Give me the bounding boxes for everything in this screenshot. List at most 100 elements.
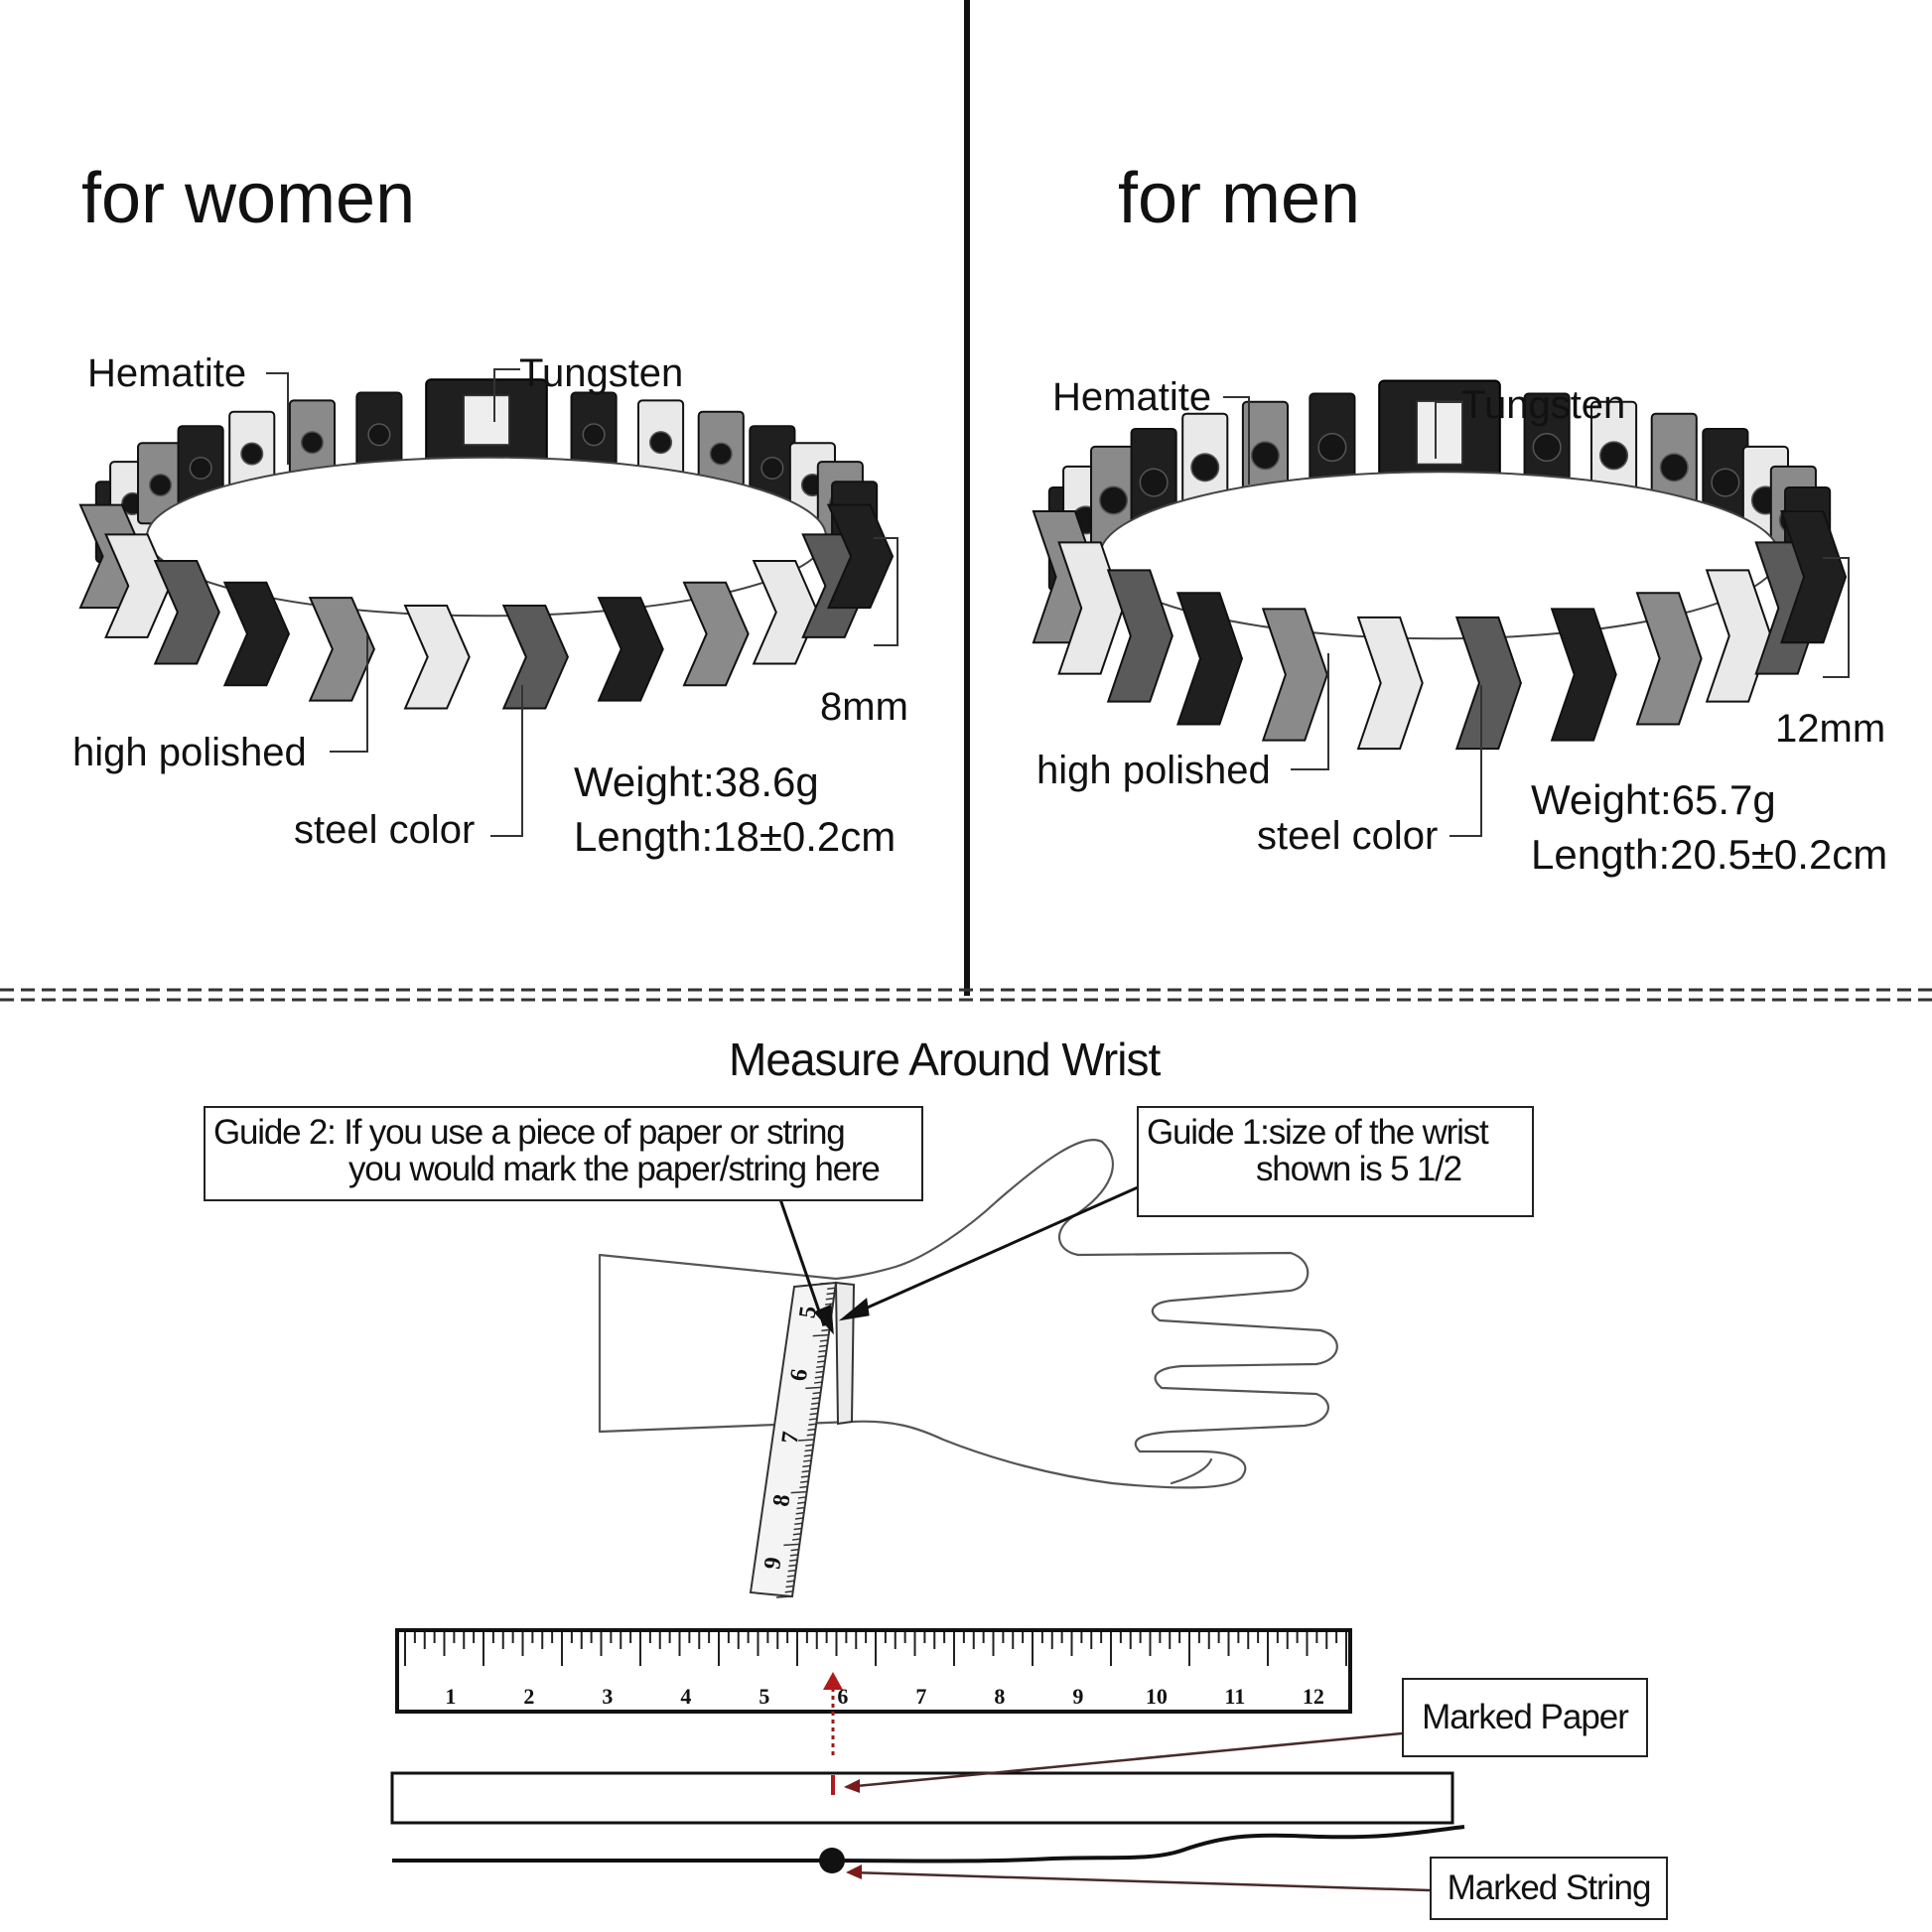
ruler-number: 11 bbox=[1224, 1684, 1245, 1709]
women-front-link bbox=[403, 605, 471, 710]
tape-tick bbox=[812, 1333, 829, 1337]
ruler-number: 12 bbox=[1303, 1684, 1324, 1709]
guide-arrows bbox=[778, 1185, 1139, 1335]
tape-tick bbox=[794, 1522, 803, 1526]
tape-tick bbox=[815, 1370, 824, 1374]
tape-tick bbox=[811, 1397, 820, 1400]
women-title: for women bbox=[81, 159, 416, 238]
ruler-number: 8 bbox=[994, 1684, 1005, 1709]
ruler-number: 2 bbox=[523, 1684, 534, 1709]
tape-number: 8 bbox=[768, 1493, 795, 1509]
ruler-number: 10 bbox=[1146, 1684, 1168, 1709]
marked-paper-pointer bbox=[845, 1731, 1403, 1789]
tape-tick bbox=[790, 1548, 799, 1552]
women-hematite-bead bbox=[709, 442, 733, 466]
tape-tick bbox=[800, 1480, 809, 1483]
ruler-number: 7 bbox=[915, 1684, 926, 1709]
men-hematite-bead bbox=[1099, 485, 1129, 515]
women-hematite-bead bbox=[240, 442, 264, 466]
measure-heading: Measure Around Wrist bbox=[729, 1034, 1161, 1085]
women-hematite-bead bbox=[648, 431, 673, 455]
women-front-link bbox=[752, 559, 819, 665]
tape-tick bbox=[825, 1298, 834, 1301]
tape-tick bbox=[793, 1527, 802, 1531]
tape-tick bbox=[809, 1412, 818, 1416]
women-front-link bbox=[597, 597, 664, 702]
tape-tick bbox=[819, 1344, 828, 1347]
tape-tick bbox=[808, 1418, 818, 1421]
women-hematite-bead bbox=[189, 456, 212, 481]
women-hematite-bead bbox=[300, 431, 325, 455]
tape-tick bbox=[821, 1328, 830, 1332]
men-polished-leader bbox=[1291, 653, 1329, 770]
men-callout-lines bbox=[1223, 396, 1850, 837]
marked-paper-label: Marked Paper bbox=[1402, 1678, 1648, 1757]
tape-tick bbox=[795, 1511, 804, 1515]
tape-tick bbox=[786, 1575, 796, 1578]
tape-tick bbox=[819, 1339, 829, 1342]
guide2-box: Guide 2: If you use a piece of paper or … bbox=[204, 1106, 923, 1201]
women-hematite-label: Hematite bbox=[87, 351, 247, 395]
tape-number: 9 bbox=[759, 1556, 786, 1572]
men-tungsten-label: Tungsten bbox=[1461, 383, 1626, 427]
tape-number: 5 bbox=[794, 1305, 821, 1320]
men-front-link bbox=[1057, 541, 1125, 675]
women-front-link bbox=[153, 559, 220, 665]
string bbox=[392, 1825, 1465, 1863]
tape-tick bbox=[801, 1469, 810, 1473]
men-high-polished-label: high polished bbox=[1036, 749, 1271, 792]
tape-tick bbox=[797, 1496, 807, 1499]
men-front-link bbox=[1356, 616, 1424, 751]
men-front-link bbox=[1705, 569, 1772, 703]
tape-tick bbox=[804, 1449, 813, 1452]
string-knot bbox=[819, 1848, 845, 1873]
women-width-label: 8mm bbox=[820, 685, 908, 729]
tape-tick bbox=[826, 1292, 835, 1296]
women-weight: Weight:38.6g bbox=[574, 759, 819, 805]
tape-tick bbox=[812, 1391, 821, 1395]
tape-tick bbox=[796, 1506, 805, 1510]
men-front-link bbox=[1780, 510, 1848, 644]
tape-tick bbox=[791, 1538, 801, 1541]
men-hematite-label: Hematite bbox=[1052, 375, 1212, 419]
marked-string-label: Marked String bbox=[1430, 1857, 1668, 1920]
ruler-number: 4 bbox=[680, 1684, 691, 1709]
men-steel-leader bbox=[1449, 685, 1482, 837]
tape-tick bbox=[792, 1533, 801, 1536]
women-hematite-bead bbox=[149, 473, 173, 497]
women-width-bracket bbox=[874, 537, 898, 646]
guide1-line2: shown is 5 1/2 bbox=[1256, 1150, 1462, 1189]
guide2-arrow bbox=[778, 1198, 826, 1326]
ruler-number: 9 bbox=[1072, 1684, 1083, 1709]
tape-tick bbox=[790, 1490, 807, 1494]
tape-tick bbox=[789, 1559, 798, 1562]
women-callout-lines bbox=[266, 368, 898, 837]
tape-tick bbox=[786, 1580, 795, 1583]
men-front-link bbox=[1261, 608, 1328, 742]
tape-tick bbox=[794, 1517, 804, 1520]
ruler bbox=[395, 1628, 1352, 1714]
hand-outline bbox=[598, 1139, 1338, 1489]
tape-number: 7 bbox=[777, 1430, 804, 1446]
guide1-line1: Guide 1:size of the wrist bbox=[1147, 1113, 1489, 1152]
tape-tick bbox=[816, 1360, 826, 1363]
men-weight: Weight:65.7g bbox=[1531, 776, 1776, 823]
women-hematite-bead bbox=[367, 423, 391, 447]
men-front-link bbox=[1635, 592, 1703, 726]
women-front-link bbox=[222, 581, 291, 687]
paper-strip bbox=[390, 1771, 1454, 1825]
men-hematite-bead bbox=[1659, 453, 1689, 483]
ruler-number: 3 bbox=[602, 1684, 613, 1709]
tape-tick bbox=[814, 1376, 823, 1379]
tape-tick bbox=[783, 1543, 800, 1547]
women-front-link bbox=[826, 503, 895, 610]
ruler-number: 1 bbox=[445, 1684, 456, 1709]
men-hematite-bead bbox=[1711, 468, 1740, 497]
tape-tick bbox=[797, 1501, 806, 1504]
tape-tick bbox=[775, 1595, 793, 1598]
men-hematite-bead bbox=[1139, 468, 1169, 497]
men-hematite-bead bbox=[1532, 432, 1562, 463]
